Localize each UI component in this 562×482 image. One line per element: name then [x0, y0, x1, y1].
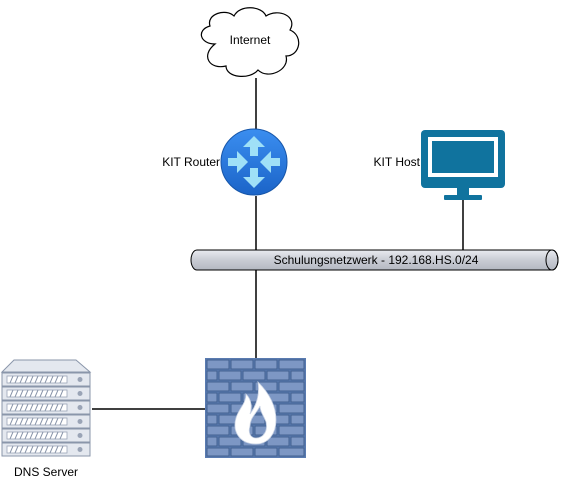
firewall-icon	[205, 358, 306, 458]
internet-node[interactable]: Internet	[200, 7, 300, 77]
network-label: Schulungsnetzwerk - 192.168.HS.0/24	[274, 253, 479, 267]
router-arrows	[228, 136, 280, 188]
network-bus[interactable]: Schulungsnetzwerk - 192.168.HS.0/24	[190, 249, 559, 271]
server-icon	[0, 359, 92, 457]
host-node[interactable]: KIT Host	[374, 130, 505, 200]
server-units	[1, 372, 91, 457]
dns-label: DNS Server	[14, 465, 78, 479]
router-node[interactable]: KIT Router	[162, 128, 288, 196]
dns-node[interactable]: DNS Server	[0, 359, 92, 479]
host-label: KIT Host	[374, 155, 421, 169]
firewall-node[interactable]	[205, 358, 306, 458]
router-label: KIT Router	[162, 155, 220, 169]
connections	[92, 78, 464, 410]
flame-icon	[234, 380, 277, 445]
monitor-icon	[421, 130, 505, 200]
router-icon	[220, 128, 288, 196]
cloud-icon	[200, 7, 300, 77]
pipe-end-cap	[545, 249, 559, 271]
internet-label: Internet	[230, 33, 271, 47]
